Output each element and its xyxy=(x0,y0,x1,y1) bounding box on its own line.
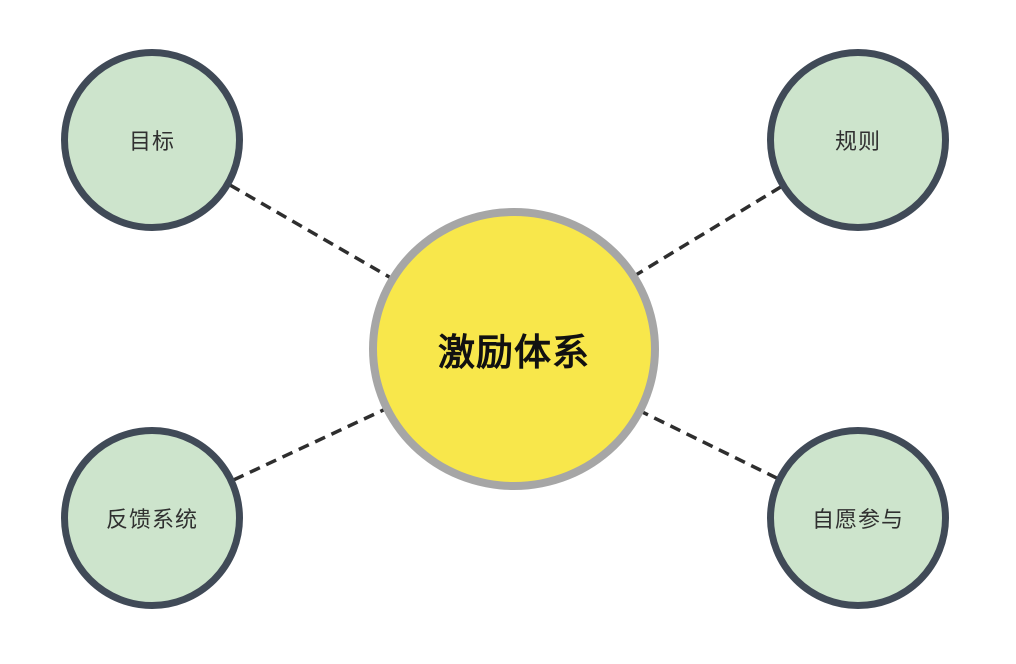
node-incentive-system[interactable]: 激励体系 xyxy=(369,208,659,490)
node-feedback-system-label: 反馈系统 xyxy=(105,507,198,532)
node-incentive-system-label: 激励体系 xyxy=(438,332,590,373)
node-goal[interactable]: 目标 xyxy=(61,49,243,231)
node-goal-label: 目标 xyxy=(128,129,175,154)
node-feedback-system[interactable]: 反馈系统 xyxy=(61,427,243,609)
node-rules-label: 规则 xyxy=(834,129,881,154)
node-voluntary-participation-label: 自愿参与 xyxy=(811,507,904,532)
connector-rules[interactable] xyxy=(513,138,859,351)
node-rules[interactable]: 规则 xyxy=(767,49,949,231)
node-voluntary-participation[interactable]: 自愿参与 xyxy=(767,427,949,609)
